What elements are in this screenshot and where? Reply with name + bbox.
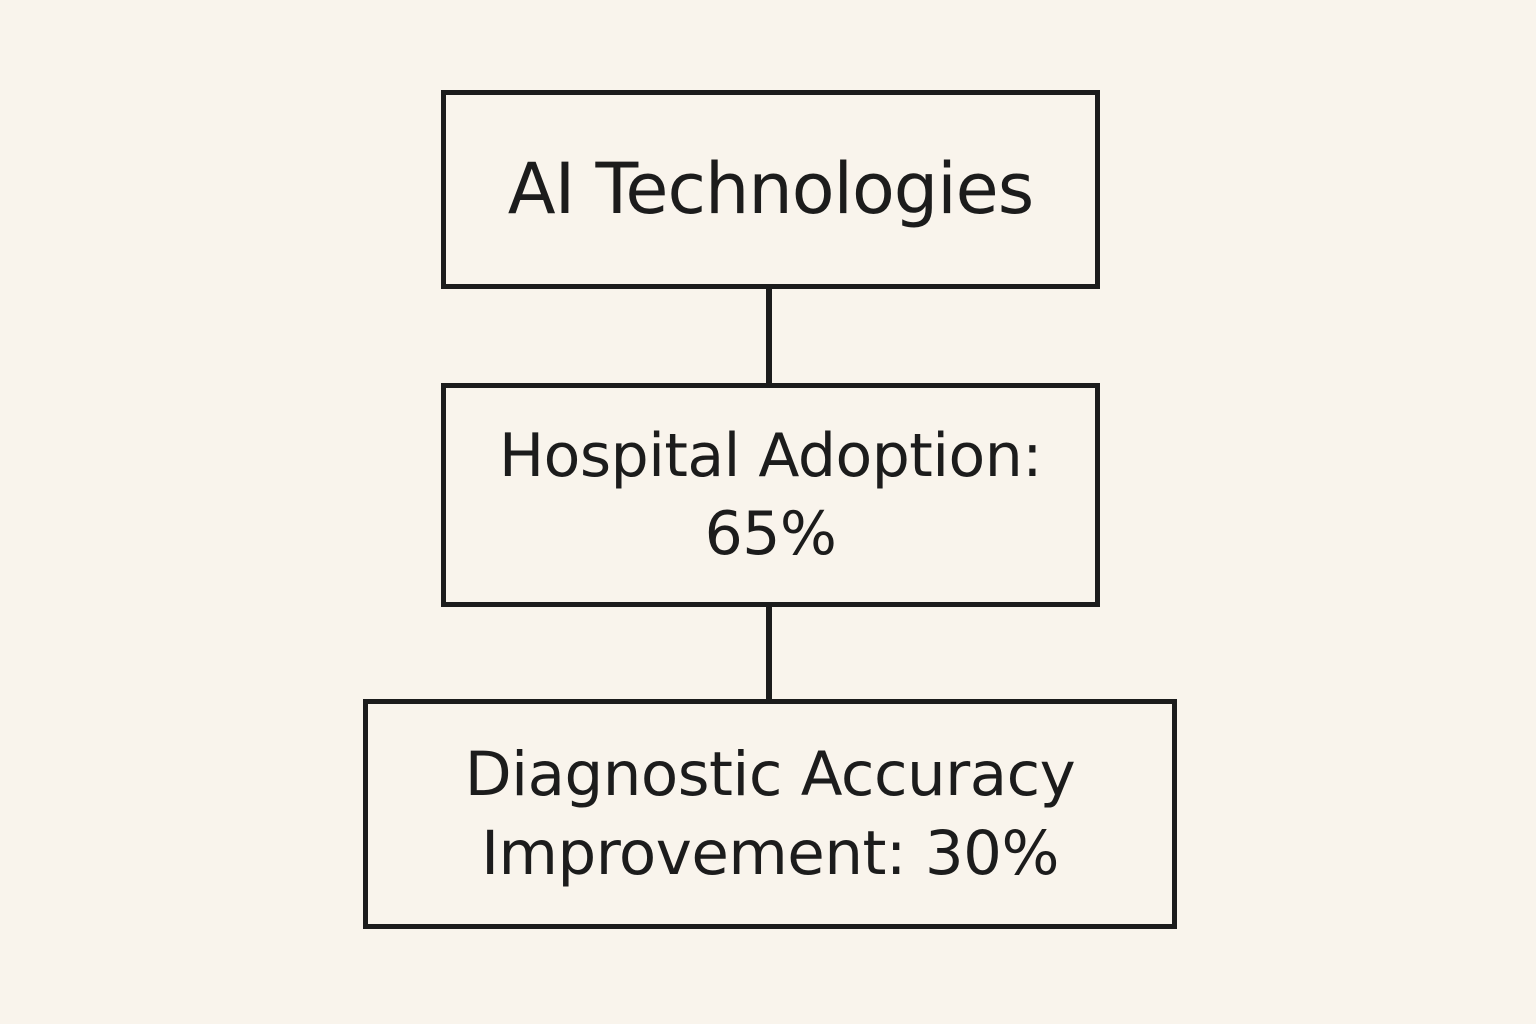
node-diagnostic-accuracy-label-line1: Diagnostic Accuracy [464,738,1076,810]
connector-top-to-middle [766,289,772,383]
node-hospital-adoption-value: 65% [704,499,837,569]
node-diagnostic-accuracy: Diagnostic Accuracy Improvement: 30% [363,699,1177,929]
node-hospital-adoption: Hospital Adoption: 65% [441,383,1100,607]
connector-middle-to-bottom [766,607,772,699]
node-ai-technologies: AI Technologies [441,90,1100,289]
node-hospital-adoption-label: Hospital Adoption: [499,421,1042,491]
node-diagnostic-accuracy-label-line2: Improvement: 30% [481,818,1059,889]
node-ai-technologies-label: AI Technologies [507,148,1034,230]
